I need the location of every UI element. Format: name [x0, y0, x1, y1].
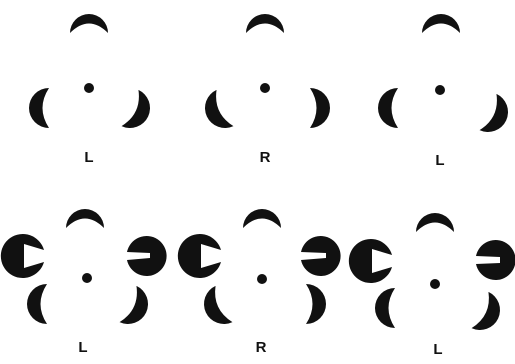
panel-label: L	[68, 340, 98, 355]
fixation-dot	[82, 273, 92, 283]
top-crescent	[66, 209, 104, 228]
right-crescent	[120, 286, 155, 331]
left-crescent	[27, 284, 47, 324]
right-crescent	[480, 94, 515, 139]
left-cut-disk	[178, 234, 221, 278]
top-crescent	[416, 213, 454, 232]
right-cut-disk	[476, 240, 515, 280]
panel-4	[1, 209, 167, 331]
panel-5	[178, 209, 341, 331]
panel-2	[198, 14, 330, 135]
fixation-dot	[435, 85, 445, 95]
panel-6	[349, 213, 515, 337]
panel-label: L	[425, 153, 455, 168]
panel-label: L	[74, 150, 104, 165]
left-crescent	[378, 88, 398, 128]
top-crescent	[422, 14, 460, 33]
right-crescent	[122, 90, 157, 135]
fixation-dot	[430, 279, 440, 289]
top-crescent	[70, 14, 108, 33]
left-crescent	[29, 88, 49, 128]
fixation-dot	[84, 83, 94, 93]
panel-label: R	[250, 150, 280, 165]
top-crescent	[246, 14, 284, 33]
fixation-dot	[260, 83, 270, 93]
panel-label: L	[423, 342, 453, 357]
panel-3	[378, 14, 515, 139]
right-cut-disk	[301, 236, 341, 276]
left-cut-disk	[1, 234, 44, 278]
left-crescent	[197, 286, 232, 331]
right-crescent	[310, 88, 330, 128]
top-crescent	[243, 209, 281, 228]
fixation-dot	[257, 274, 267, 284]
left-crescent	[198, 90, 233, 135]
panel-1	[29, 14, 157, 135]
left-cut-disk	[349, 239, 392, 283]
right-crescent	[472, 292, 507, 337]
right-cut-disk	[127, 236, 167, 276]
panel-label: R	[246, 340, 276, 355]
right-crescent	[306, 284, 326, 324]
left-crescent	[375, 288, 395, 328]
